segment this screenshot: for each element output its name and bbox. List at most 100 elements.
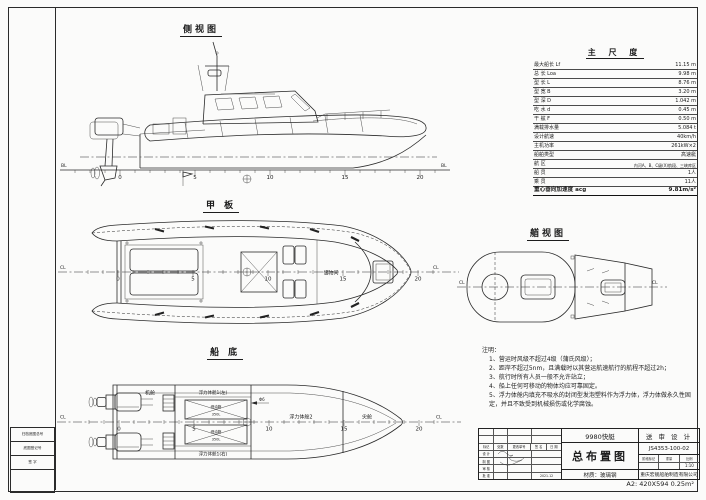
- baseline-label-right: BL: [441, 163, 447, 169]
- cl-label-left: CL: [60, 265, 66, 271]
- pump-boxes: [162, 394, 175, 450]
- scale-grid: 阶段标记 重量 比例 1:10: [639, 455, 699, 470]
- ruler-15: 15: [340, 277, 347, 283]
- ruler-5: 5: [191, 277, 195, 283]
- bottom-centerline: 0 5 10 15 20 CL CL: [57, 415, 461, 433]
- note-item: 1、营运时风级不超过4级（蒲氏风级）；: [489, 356, 596, 363]
- sheet-border: [8, 7, 698, 492]
- section-phi-icon: [242, 267, 252, 277]
- side-tube: [144, 114, 427, 142]
- side-baseline-ruler: 0 5 10 15 20 BL BL: [60, 163, 450, 186]
- engine-hatch-port: [129, 248, 199, 272]
- ruler-20: 20: [415, 277, 422, 283]
- deck-layout: 储物间: [116, 240, 394, 304]
- engine-room-label: 机舱: [145, 390, 155, 397]
- signature-scribble: [497, 451, 525, 466]
- midship-flag-icon: [182, 170, 194, 186]
- bow-view-drawing: CL CL: [457, 251, 667, 323]
- deck-tubes: [91, 220, 412, 324]
- deck-view-drawing: 0 5 10 15 20 CL CL: [58, 220, 459, 324]
- fuel-tank-label: 燃油箱: [211, 429, 222, 434]
- archival-label: 归档底图总号: [10, 427, 55, 442]
- ruler-5: 5: [192, 427, 196, 433]
- side-deck-gear: [152, 109, 391, 135]
- fuel-tank-capacity: 350L: [212, 438, 221, 442]
- fuel-tank-label: 燃油箱: [211, 404, 222, 409]
- notes-block: 注明： 1、营运时风级不超过4级（蒲氏风级）； 2、距岸不超过5nm，且满载时以…: [482, 346, 698, 409]
- note-item: 3、航行时所有人员一般不允许站立；: [489, 374, 589, 381]
- title-block-middle: 9980快艇 总布置图 材质：玻璃钢: [562, 429, 639, 479]
- approval-header-row: 标记 处数 更改单号 签 名 日 期: [479, 443, 561, 451]
- buoyancy1-left-label: 浮力体舱1(左): [199, 389, 228, 396]
- title-block-right: 送 审 设 计 JS4353-100-02 阶段标记 重量 比例 1:10 重庆…: [639, 429, 699, 479]
- side-view-title: 侧视图: [180, 22, 223, 37]
- ruler-20: 20: [417, 175, 424, 181]
- cl-label-right: CL: [436, 415, 442, 421]
- compartment-labels: 机舱 浮力体舱1(左) 浮力体舱1(右) 浮力体舱2 尖舱: [145, 389, 372, 458]
- design-stage: 送 审 设 计: [639, 429, 699, 443]
- archival-boxes: 归档底图总号 底图登记号 签 字: [10, 427, 55, 493]
- nav-light-icon: [215, 51, 219, 55]
- note-item: 4、船上任何可移动的物体均应可靠固定。: [489, 383, 601, 390]
- archival-label: 底图登记号: [10, 441, 55, 456]
- fuel-tank-capacity: 350L: [212, 413, 221, 417]
- ruler-10: 10: [266, 427, 273, 433]
- ruler-20: 20: [416, 427, 423, 433]
- dims-row: 船舶类型高速艇: [533, 152, 697, 160]
- approval-row: 制 图: [479, 458, 561, 466]
- company-name: 重庆宏舰船舶制造有限公司: [640, 473, 698, 478]
- dims-row-navigation-zone: 航 区内河A、B、C级(X)航段、三峡库区: [533, 161, 697, 169]
- archival-label: 签 字: [10, 455, 55, 470]
- section-phi-icon: [242, 174, 252, 184]
- buoyancy1-right-label: 浮力体舱1(右): [199, 451, 228, 458]
- console: [240, 251, 278, 293]
- fuel-tanks: 燃油箱 350L 燃油箱 350L Φ6: [184, 397, 269, 445]
- bottom-hull: [112, 384, 403, 460]
- notes-title: 注明：: [482, 347, 501, 354]
- sheet-size-note: A2: 420X594 0.25m²: [626, 480, 694, 488]
- ruler-15: 15: [342, 175, 349, 181]
- side-mast: [197, 41, 230, 92]
- fore-peak-label: 尖舱: [362, 414, 372, 421]
- ruler-0: 0: [116, 277, 120, 283]
- bow-hatch: [372, 260, 394, 284]
- outboard-motors-bottom: [88, 392, 153, 452]
- seat: [294, 279, 307, 299]
- seat: [282, 279, 295, 299]
- scale-value: 1:10: [684, 463, 694, 469]
- deck-view-title: 甲 板: [203, 198, 240, 213]
- ruler-10: 10: [267, 175, 274, 181]
- cl-label-left: CL: [60, 415, 66, 421]
- note-item: 5、浮力体舱内填充不吸水的封闭型发泡塑料作为浮力体，浮力体做永久性固定，并且不致…: [489, 392, 691, 408]
- leader-arrow-icon: [251, 401, 257, 405]
- note-item: 2、距岸不超过5nm，且满载时以其营运航速航行的航程不超过2h；: [489, 365, 670, 372]
- bow-centerline: CL CL: [457, 280, 667, 288]
- seat: [282, 245, 295, 265]
- approval-row: 设 计: [479, 450, 561, 459]
- side-cabin: [202, 90, 319, 125]
- cl-label-right: CL: [652, 280, 658, 286]
- windshield-hatch: [600, 279, 626, 296]
- deck-centerline: 0 5 10 15 20 CL CL: [58, 265, 459, 283]
- seat: [294, 245, 307, 265]
- ruler-5: 5: [193, 175, 197, 181]
- approval-date: 2021.12: [539, 473, 554, 478]
- baseline-label-left: BL: [61, 163, 67, 169]
- bow-view-title: 艏视图: [527, 226, 570, 241]
- bottom-view-title: 船 底: [207, 345, 244, 360]
